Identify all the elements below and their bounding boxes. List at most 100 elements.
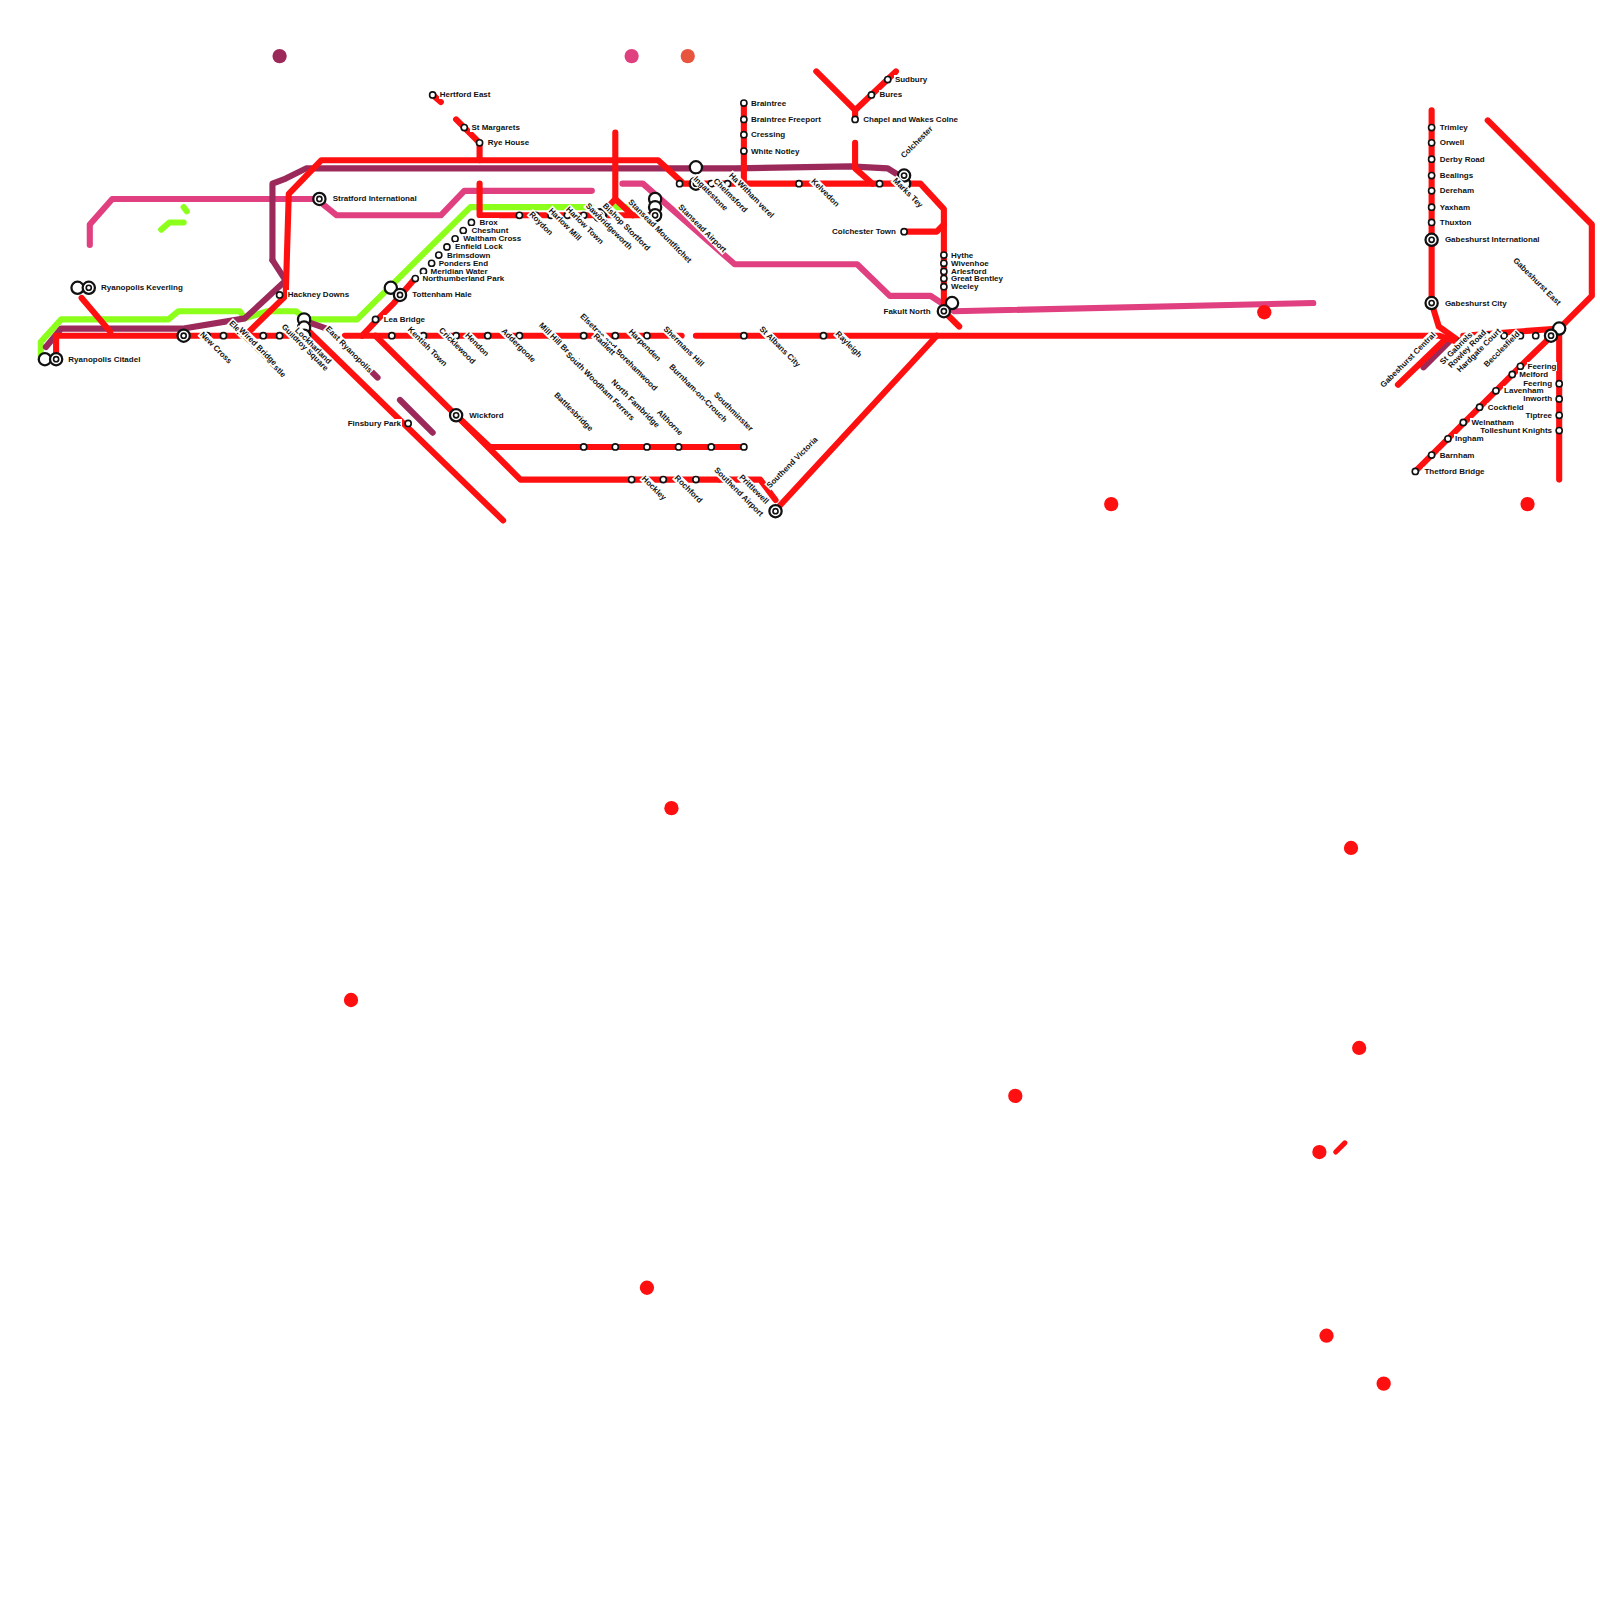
- station-label: Finsbury Park: [347, 419, 402, 428]
- station-marker: [741, 148, 747, 154]
- station-label: Wickford: [468, 411, 504, 420]
- station-label: Cockfield: [1487, 403, 1525, 412]
- interchange-ring: [54, 357, 59, 362]
- station-marker: [516, 212, 522, 218]
- station-label: St Albans City: [757, 324, 803, 370]
- route-line: [456, 415, 744, 447]
- station-marker: [885, 77, 891, 83]
- station-marker: [313, 193, 325, 205]
- station-marker: [820, 333, 826, 339]
- map-dot: [1319, 1329, 1333, 1343]
- station-marker: [644, 333, 650, 339]
- map-dot: [640, 1281, 654, 1295]
- station-marker: [1426, 297, 1438, 309]
- station-label: Northumberland Park: [421, 274, 505, 283]
- station-marker: [612, 444, 618, 450]
- map-dot: [1377, 1377, 1391, 1391]
- station-label: Rye House: [487, 138, 530, 147]
- station-marker: [1533, 333, 1539, 339]
- station-marker: [452, 236, 458, 242]
- station-marker: [877, 181, 883, 187]
- station-marker: [461, 124, 467, 130]
- map-dot: [664, 801, 678, 815]
- station-marker: [1429, 219, 1435, 225]
- interchange-marker: [690, 161, 702, 173]
- station-marker: [220, 333, 226, 339]
- station-marker: [741, 132, 747, 138]
- station-marker: [1493, 388, 1499, 394]
- interchange-ring: [397, 292, 402, 297]
- station-marker: [677, 181, 683, 187]
- station-marker: [444, 244, 450, 250]
- station-marker: [1509, 371, 1515, 377]
- station-marker: [938, 305, 950, 317]
- station-label: Feering: [1522, 379, 1553, 388]
- route-line: [376, 336, 720, 480]
- station-label: Colchester Town: [831, 227, 897, 236]
- interchange-ring: [1429, 237, 1434, 242]
- station-marker: [741, 148, 747, 154]
- station-marker: [1429, 140, 1435, 146]
- station-marker: [460, 228, 466, 234]
- station-marker: [83, 282, 95, 294]
- station-label: Trimley: [1439, 123, 1469, 132]
- map-dot: [681, 49, 695, 63]
- interchange-ring: [181, 333, 186, 338]
- station-marker: [50, 353, 62, 365]
- station-marker: [741, 333, 747, 339]
- interchange-ring: [317, 196, 322, 201]
- station-label: Bures: [879, 90, 904, 99]
- station-label: Gabeshurst East: [1511, 255, 1564, 308]
- station-marker: [1556, 396, 1562, 402]
- station-marker: [1545, 330, 1557, 342]
- interchange-ring: [454, 413, 459, 418]
- station-marker: [277, 292, 283, 298]
- station-marker: [644, 444, 650, 450]
- station-marker: [769, 505, 781, 517]
- station-label: Colchester: [898, 124, 935, 161]
- map-dot: [1352, 1041, 1366, 1055]
- station-marker: [405, 420, 411, 426]
- station-marker: [477, 140, 483, 146]
- station-marker: [1429, 156, 1435, 162]
- station-marker: [741, 444, 747, 450]
- station-label: Tottenham Hale: [411, 290, 472, 299]
- route-line: [362, 281, 413, 336]
- route-line: [696, 336, 1463, 344]
- station-marker: [429, 260, 435, 266]
- station-marker: [938, 305, 950, 317]
- station-marker: [612, 333, 618, 339]
- station-label: Derby Road: [1439, 155, 1486, 164]
- station-marker: [412, 276, 418, 282]
- station-marker: [452, 236, 458, 242]
- station-marker: [676, 444, 682, 450]
- station-marker: [1545, 330, 1557, 342]
- station-marker: [178, 330, 190, 342]
- station-marker: [260, 333, 266, 339]
- station-marker: [877, 181, 883, 187]
- station-marker: [660, 477, 666, 483]
- station-label: Hertford East: [439, 90, 492, 99]
- station-label: Braintree: [750, 99, 787, 108]
- route-line: [272, 166, 904, 260]
- station-label: Southend Victoria: [764, 435, 820, 491]
- station-marker: [1533, 333, 1539, 339]
- station-marker: [429, 260, 435, 266]
- map-dot: [1104, 497, 1118, 511]
- station-label: Ryanopolis Citadel: [67, 355, 141, 364]
- station-label: Stratford International: [332, 194, 418, 203]
- station-label: Tolleshunt Knights: [1479, 426, 1553, 435]
- station-marker: [1429, 219, 1435, 225]
- station-marker: [1426, 297, 1438, 309]
- station-marker: [1556, 381, 1562, 387]
- station-marker: [676, 444, 682, 450]
- station-marker: [769, 505, 781, 517]
- station-marker: [1429, 140, 1435, 146]
- map-dot: [1520, 497, 1534, 511]
- station-marker: [1460, 419, 1466, 425]
- route-line: [816, 71, 855, 119]
- route-line: [904, 224, 944, 231]
- route-line: [90, 191, 592, 245]
